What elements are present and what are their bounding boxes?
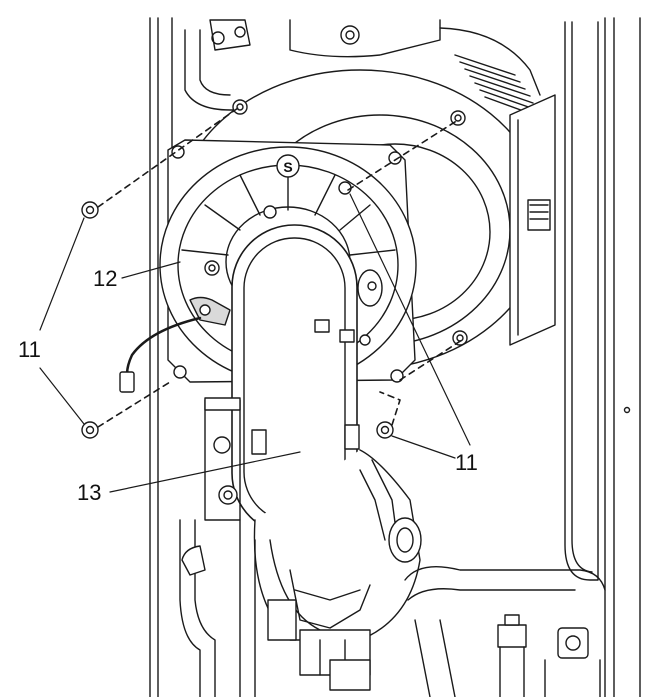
electrode-cable	[119, 316, 202, 393]
callout-12: 12	[93, 266, 117, 291]
gas-pipes	[179, 397, 256, 697]
plate-marking-text: S	[283, 159, 292, 175]
bottom-right-pipes	[267, 566, 606, 697]
callout-13: 13	[77, 480, 101, 505]
nut-top-left	[232, 99, 248, 115]
callout-labels: 11 12 11 13	[18, 266, 478, 505]
fastener-nuts	[81, 99, 468, 439]
cabinet-frame	[149, 17, 641, 697]
removal-paths	[97, 107, 463, 428]
leader-lines	[39, 193, 471, 493]
control-box	[509, 94, 556, 346]
side-duct	[564, 21, 599, 581]
nut-loose-lower-left	[81, 421, 99, 439]
callout-11-left: 11	[18, 337, 41, 362]
nut-mid-right	[452, 330, 468, 346]
top-fittings	[184, 19, 541, 111]
plate-marking: S	[276, 154, 300, 178]
nut-loose-right	[376, 421, 394, 439]
callout-11-right: 11	[455, 450, 478, 475]
mixer-manifold	[231, 224, 360, 536]
nut-loose-upper-left	[81, 201, 99, 219]
